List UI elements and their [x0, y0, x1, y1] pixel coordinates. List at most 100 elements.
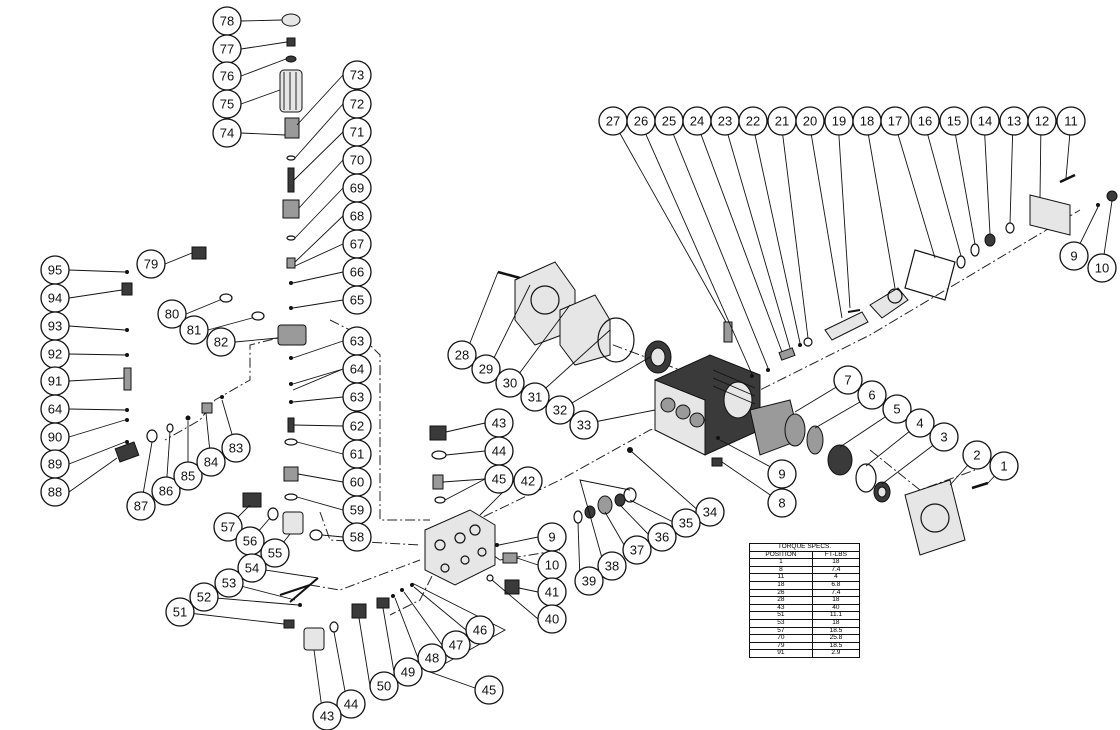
- callout-53: 53: [214, 568, 244, 598]
- svg-text:18: 18: [860, 114, 874, 129]
- callout-68: 68: [342, 201, 372, 231]
- callout-37: 37: [622, 535, 652, 565]
- svg-text:89: 89: [48, 457, 62, 472]
- callout-9-manifold: 9: [537, 522, 567, 552]
- svg-text:34: 34: [703, 505, 717, 520]
- svg-text:55: 55: [268, 546, 282, 561]
- callout-59: 59: [342, 495, 372, 525]
- callout-45-top: 45: [484, 464, 514, 494]
- callout-22: 22: [738, 106, 768, 136]
- svg-text:11: 11: [1064, 114, 1078, 129]
- callout-44-top: 44: [484, 436, 514, 466]
- svg-text:32: 32: [553, 403, 567, 418]
- callout-84: 84: [196, 447, 226, 477]
- callout-25: 25: [654, 106, 684, 136]
- callout-26: 26: [626, 106, 656, 136]
- svg-text:65: 65: [350, 293, 364, 308]
- svg-text:24: 24: [690, 114, 704, 129]
- svg-text:38: 38: [605, 559, 619, 574]
- svg-text:71: 71: [350, 125, 364, 140]
- callout-54: 54: [237, 553, 267, 583]
- svg-text:48: 48: [425, 651, 439, 666]
- callout-89: 89: [40, 449, 70, 479]
- svg-text:4: 4: [916, 416, 923, 431]
- svg-text:80: 80: [165, 307, 179, 322]
- callout-36: 36: [647, 522, 677, 552]
- callout-14: 14: [970, 106, 1000, 136]
- callout-51: 51: [165, 597, 195, 627]
- svg-text:23: 23: [718, 114, 732, 129]
- cell-torque: 2.9: [811, 649, 861, 658]
- cell-torque: 18: [811, 618, 861, 628]
- svg-text:68: 68: [350, 209, 364, 224]
- callout-13: 13: [999, 106, 1029, 136]
- svg-text:25: 25: [662, 114, 676, 129]
- callout-61: 61: [342, 439, 372, 469]
- svg-text:64: 64: [48, 402, 62, 417]
- callout-58: 58: [342, 522, 372, 552]
- svg-text:45: 45: [492, 472, 506, 487]
- callout-93: 93: [40, 311, 70, 341]
- callout-15: 15: [939, 106, 969, 136]
- svg-text:36: 36: [655, 530, 669, 545]
- svg-text:75: 75: [220, 97, 234, 112]
- callout-85: 85: [173, 461, 203, 491]
- svg-text:86: 86: [159, 484, 173, 499]
- svg-text:47: 47: [449, 638, 463, 653]
- callout-19: 19: [824, 106, 854, 136]
- assembly-center-lines: [164, 209, 1081, 616]
- svg-text:67: 67: [350, 237, 364, 252]
- svg-text:93: 93: [48, 319, 62, 334]
- torque-table-title: TORQUE SPECS.: [749, 543, 860, 552]
- svg-text:84: 84: [204, 455, 218, 470]
- callout-23: 23: [710, 106, 740, 136]
- svg-text:52: 52: [197, 590, 211, 605]
- svg-text:9: 9: [548, 530, 555, 545]
- svg-text:63: 63: [350, 334, 364, 349]
- svg-text:44: 44: [492, 444, 506, 459]
- svg-text:40: 40: [545, 612, 559, 627]
- svg-text:43: 43: [320, 709, 334, 724]
- callout-35: 35: [671, 508, 701, 538]
- callout-47: 47: [441, 630, 471, 660]
- svg-text:27: 27: [606, 114, 620, 129]
- svg-text:30: 30: [503, 376, 517, 391]
- callout-34: 34: [695, 497, 725, 527]
- callout-69: 69: [342, 173, 372, 203]
- callout-65: 65: [342, 285, 372, 315]
- svg-text:70: 70: [350, 153, 364, 168]
- callout-80: 80: [157, 299, 187, 329]
- callout-91: 91: [40, 366, 70, 396]
- callout-49: 49: [393, 657, 423, 687]
- svg-text:69: 69: [350, 181, 364, 196]
- callout-38: 38: [597, 551, 627, 581]
- svg-text:44: 44: [344, 697, 358, 712]
- callout-70: 70: [342, 145, 372, 175]
- svg-text:72: 72: [350, 97, 364, 112]
- callout-60: 60: [342, 467, 372, 497]
- svg-text:54: 54: [245, 561, 259, 576]
- svg-text:31: 31: [528, 390, 542, 405]
- svg-text:8: 8: [778, 496, 785, 511]
- callout-79: 79: [136, 249, 166, 279]
- svg-text:2: 2: [973, 448, 980, 463]
- callout-82: 82: [206, 327, 236, 357]
- svg-text:73: 73: [350, 68, 364, 83]
- callout-64: 64: [342, 354, 372, 384]
- svg-text:57: 57: [221, 520, 235, 535]
- callout-42: 42: [513, 466, 543, 496]
- svg-text:35: 35: [679, 516, 693, 531]
- svg-text:85: 85: [181, 469, 195, 484]
- svg-text:50: 50: [377, 679, 391, 694]
- callout-52: 52: [189, 582, 219, 612]
- svg-text:33: 33: [577, 418, 591, 433]
- svg-text:45: 45: [482, 683, 496, 698]
- callout-81: 81: [179, 315, 209, 345]
- callout-95: 95: [40, 255, 70, 285]
